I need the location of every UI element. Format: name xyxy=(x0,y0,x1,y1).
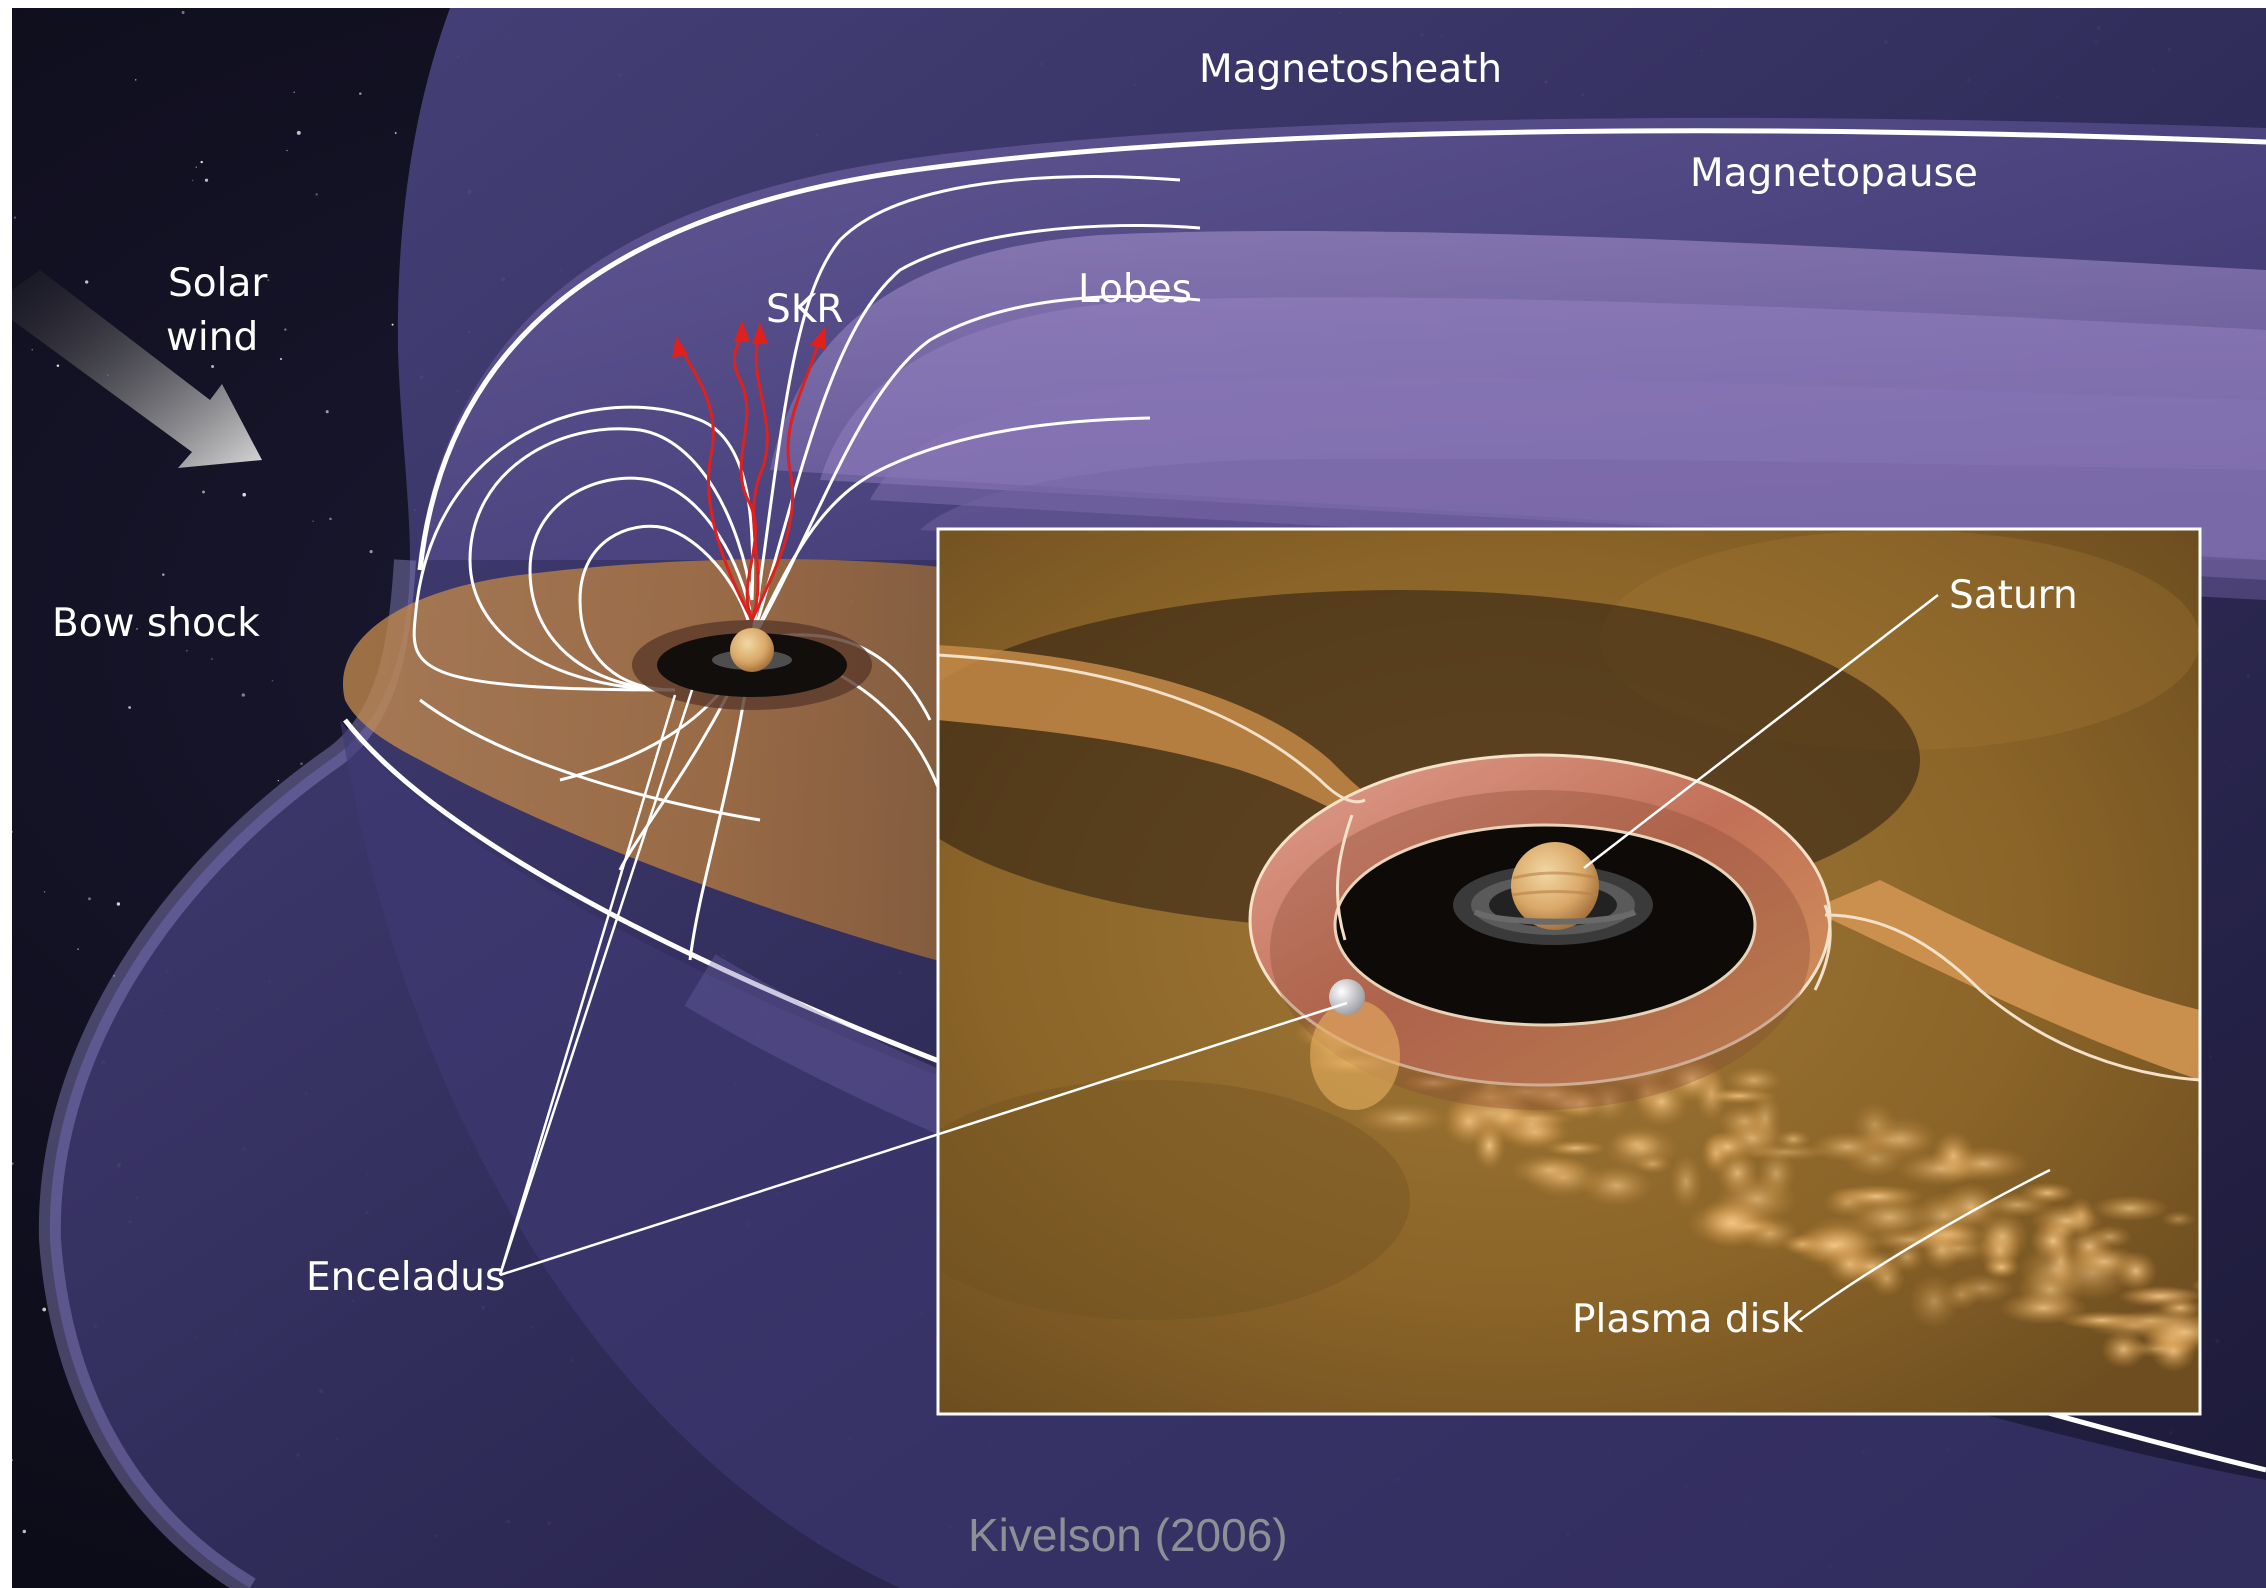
plasma-clump xyxy=(1473,1121,1505,1170)
plasma-clump xyxy=(1511,1154,1589,1186)
plasma-clump xyxy=(2059,1311,2145,1330)
star xyxy=(395,132,397,134)
label-bow-shock: Bow shock xyxy=(52,601,260,646)
star xyxy=(202,491,205,494)
star xyxy=(272,680,273,681)
star xyxy=(77,948,79,950)
plasma-clump xyxy=(1544,1140,1608,1156)
plasma-clump xyxy=(2030,1220,2076,1262)
star xyxy=(162,573,165,576)
label-lobes: Lobes xyxy=(1078,267,1192,312)
star xyxy=(12,831,13,832)
star xyxy=(23,1530,26,1533)
inset-panel xyxy=(880,529,2240,1414)
label-skr: SKR xyxy=(766,287,843,332)
plasma-clump xyxy=(1852,1102,1897,1148)
star xyxy=(297,131,301,135)
label-solar-wind-line2: wind xyxy=(166,315,258,360)
star xyxy=(182,11,185,14)
star xyxy=(326,410,329,413)
star xyxy=(370,550,373,553)
star xyxy=(88,897,91,900)
plasma-clump xyxy=(1895,1151,1986,1186)
plasma-clump xyxy=(1829,1184,1925,1208)
plasma-clump xyxy=(2091,1195,2169,1221)
star xyxy=(316,193,318,195)
star xyxy=(294,92,295,93)
star xyxy=(57,365,59,367)
plasma-clump xyxy=(1670,1155,1703,1209)
star xyxy=(11,1459,13,1461)
star xyxy=(392,324,394,326)
label-plasma-disk: Plasma disk xyxy=(1572,1297,1804,1342)
plasma-clump xyxy=(1581,1165,1653,1206)
star xyxy=(186,650,188,652)
star xyxy=(201,161,203,163)
star xyxy=(135,79,136,80)
label-magnetopause: Magnetopause xyxy=(1690,151,1978,196)
star xyxy=(278,780,279,781)
saturn-small xyxy=(632,620,872,710)
star xyxy=(211,365,214,368)
star xyxy=(329,518,332,521)
star xyxy=(211,658,212,659)
star xyxy=(242,693,245,696)
label-enceladus: Enceladus xyxy=(306,1255,505,1300)
label-magnetosheath: Magnetosheath xyxy=(1199,47,1502,92)
star xyxy=(32,349,33,350)
plasma-clump xyxy=(2161,1211,2196,1228)
plasma-clump xyxy=(1825,1243,1874,1286)
star xyxy=(42,1308,46,1312)
plasma-clump xyxy=(1687,1200,1777,1246)
plasma-clump xyxy=(2115,1251,2158,1291)
star xyxy=(14,216,16,218)
star xyxy=(284,328,286,330)
star xyxy=(280,358,282,360)
star xyxy=(300,762,303,765)
star xyxy=(359,92,362,95)
star xyxy=(192,180,193,181)
label-solar-wind-line1: Solar xyxy=(168,261,268,306)
credit-text: Kivelson (2006) xyxy=(968,1509,1288,1561)
plasma-clump xyxy=(1776,1130,1811,1149)
star xyxy=(44,891,45,892)
star xyxy=(85,280,88,283)
star xyxy=(267,279,269,281)
label-saturn: Saturn xyxy=(1949,573,2078,618)
plasma-clump xyxy=(1701,1088,1777,1104)
star xyxy=(11,1162,13,1164)
star xyxy=(242,493,246,497)
plasma-clump xyxy=(2115,1340,2202,1358)
plasma-clump xyxy=(1909,1274,1960,1328)
star xyxy=(286,150,287,151)
plasma-clump xyxy=(1704,1131,1751,1163)
star xyxy=(205,179,208,182)
star xyxy=(117,902,120,905)
star xyxy=(196,166,197,167)
star xyxy=(128,706,131,709)
star xyxy=(312,520,313,521)
plasma-clump xyxy=(1950,1273,2014,1303)
